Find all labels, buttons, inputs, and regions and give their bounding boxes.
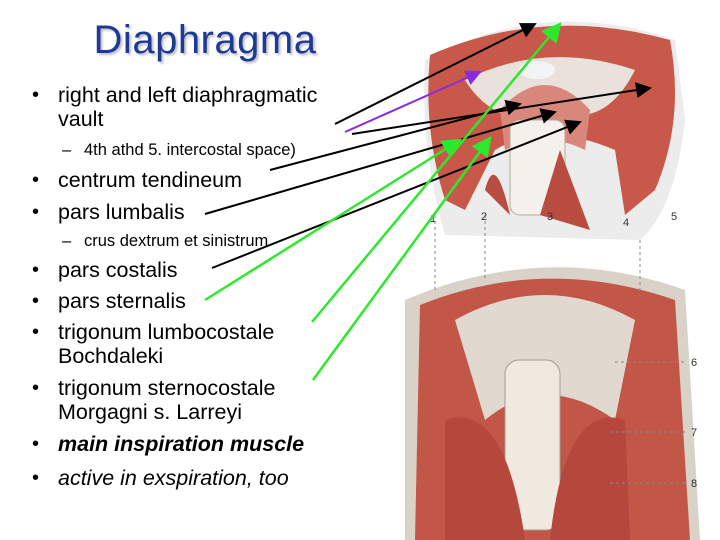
bullet-icon: • [32, 84, 40, 106]
figure-number-1: 1 [430, 213, 436, 225]
bullet-icon: • [32, 467, 40, 489]
figure-number-5: 5 [671, 211, 677, 223]
sub-bullet-item: – 4th athd 5. intercostal space) [62, 141, 296, 159]
bullet-item: • pars lumbalis [32, 200, 185, 224]
bullet-item: • trigonum lumbocostale Bochdaleki [32, 320, 275, 368]
bullet-item: • right and left diaphragmatic vault [32, 83, 318, 131]
figure-number-6: 6 [691, 357, 697, 369]
bullet-icon: • [32, 321, 40, 343]
bullet-icon: • [32, 290, 40, 312]
bullet-icon: • [32, 377, 40, 399]
dash-icon: – [62, 141, 72, 159]
bullet-item: • pars costalis [32, 258, 178, 282]
bullet-item: • main inspiration muscle [32, 432, 305, 456]
figure-number-8: 8 [691, 478, 697, 490]
figure-number-3: 3 [547, 211, 553, 223]
figure-number-7: 7 [691, 427, 697, 439]
bullet-item: • trigonum sternocostale Morgagni s. Lar… [32, 376, 276, 424]
bullet-icon: • [32, 201, 40, 223]
bullet-icon: • [32, 169, 40, 191]
figure-number-4: 4 [623, 217, 629, 229]
diaphragm-illustration: 1 2 3 4 5 6 7 8 [405, 21, 700, 540]
bullet-item: • centrum tendineum [32, 168, 243, 192]
bullet-icon: • [32, 259, 40, 281]
bullet-icon: • [32, 433, 40, 455]
bullet-item: • pars sternalis [32, 289, 186, 313]
bullet-item: • active in exspiration, too [32, 466, 289, 490]
sub-bullet-item: – crus dextrum et sinistrum [62, 232, 269, 250]
figure-number-2: 2 [481, 211, 487, 223]
dash-icon: – [62, 232, 72, 250]
slide-title: Diaphragma [93, 18, 317, 62]
